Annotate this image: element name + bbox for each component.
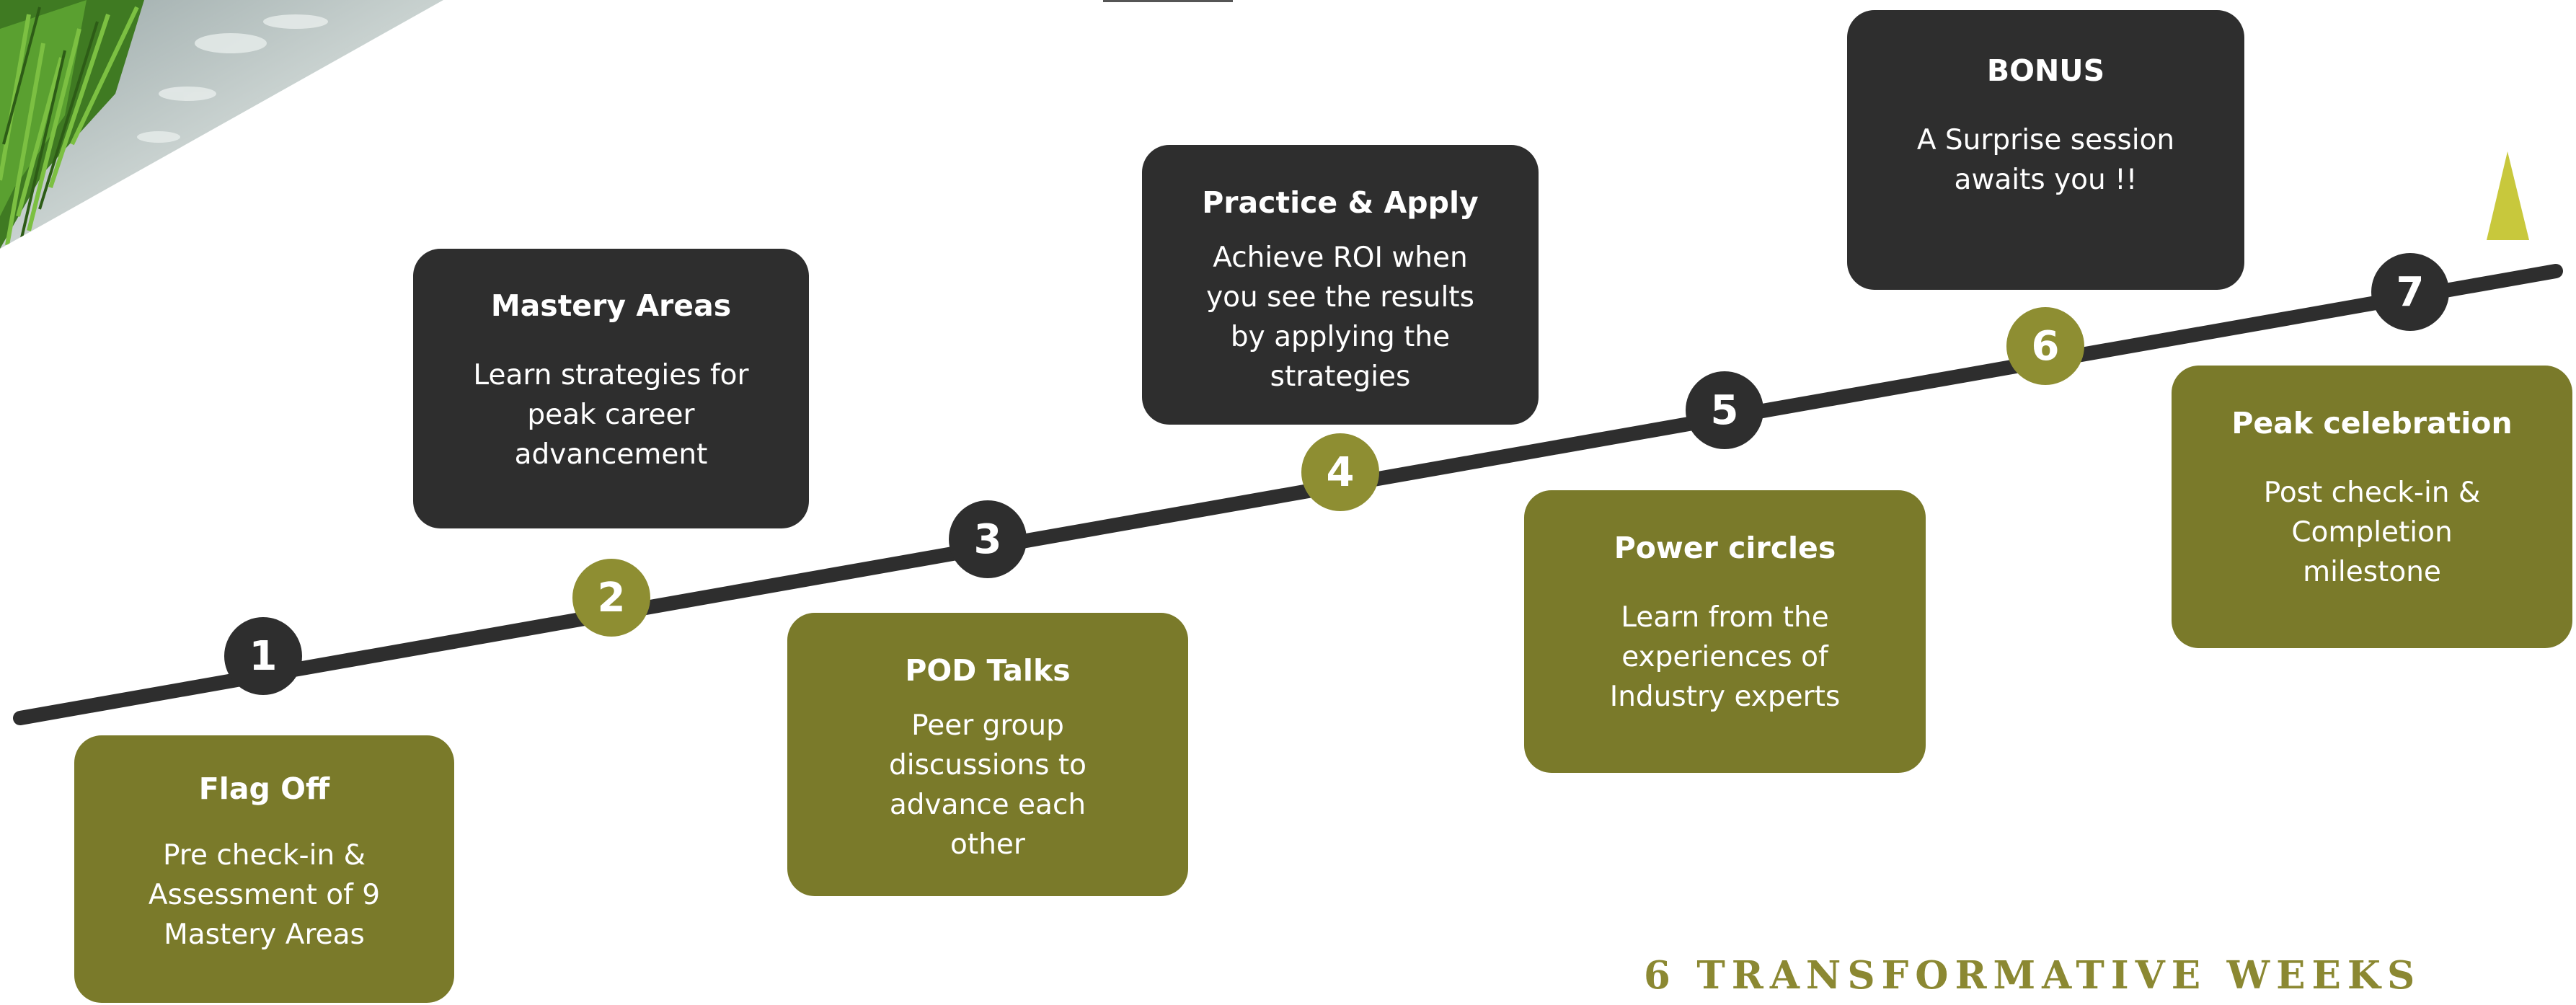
step-5-card: Power circles Learn from the experiences… (1524, 490, 1926, 773)
step-7-marker: 7 (2371, 253, 2449, 331)
step-4-body: Achieve ROI when you see the results by … (1206, 242, 1474, 394)
step-2-title: Mastery Areas (490, 288, 732, 323)
step-5-body: Learn from the experiences of Industry e… (1609, 601, 1841, 714)
step-3-body: Peer group discussions to advance each o… (889, 709, 1086, 862)
step-6-body: A Surprise session awaits you !! (1916, 124, 2175, 197)
step-3-card: POD Talks Peer group discussions to adva… (787, 613, 1188, 896)
step-6-card: BONUS A Surprise session awaits you !! (1847, 10, 2244, 290)
step-1-card: Flag Off Pre check-in & Assessment of 9 … (74, 735, 454, 1003)
step-6-marker: 6 (2006, 307, 2084, 385)
top-tab-line (1103, 0, 1233, 2)
nature-photo-corner (0, 0, 443, 249)
step-5-title: Power circles (1614, 531, 1836, 565)
step-3-marker: 3 (949, 500, 1027, 578)
step-1-marker: 1 (224, 617, 302, 695)
step-2-marker: 2 (572, 559, 650, 637)
step-4-marker: 4 (1301, 433, 1379, 511)
step-7-title: Peak celebration (2231, 406, 2513, 440)
step-5-marker: 5 (1686, 371, 1763, 449)
step-4-title: Practice & Apply (1202, 185, 1479, 220)
step-7-card: Peak celebration Post check-in & Complet… (2172, 366, 2572, 648)
timeline-line (13, 264, 2563, 725)
summit-triangle-icon (2487, 151, 2529, 240)
step-6-title: BONUS (1986, 53, 2105, 88)
step-2-card: Mastery Areas Learn strategies for peak … (413, 249, 809, 528)
step-4-card: Practice & Apply Achieve ROI when you se… (1142, 145, 1539, 425)
step-7-body: Post check-in & Completion milestone (2263, 477, 2481, 589)
step-1-body: Pre check-in & Assessment of 9 Mastery A… (148, 839, 381, 952)
step-2-body: Learn strategies for peak career advance… (473, 359, 749, 471)
step-1-title: Flag Off (198, 771, 330, 806)
step-3-title: POD Talks (905, 653, 1071, 688)
program-duration-caption: 6 TRANSFORMATIVE WEEKS (1644, 953, 2422, 998)
